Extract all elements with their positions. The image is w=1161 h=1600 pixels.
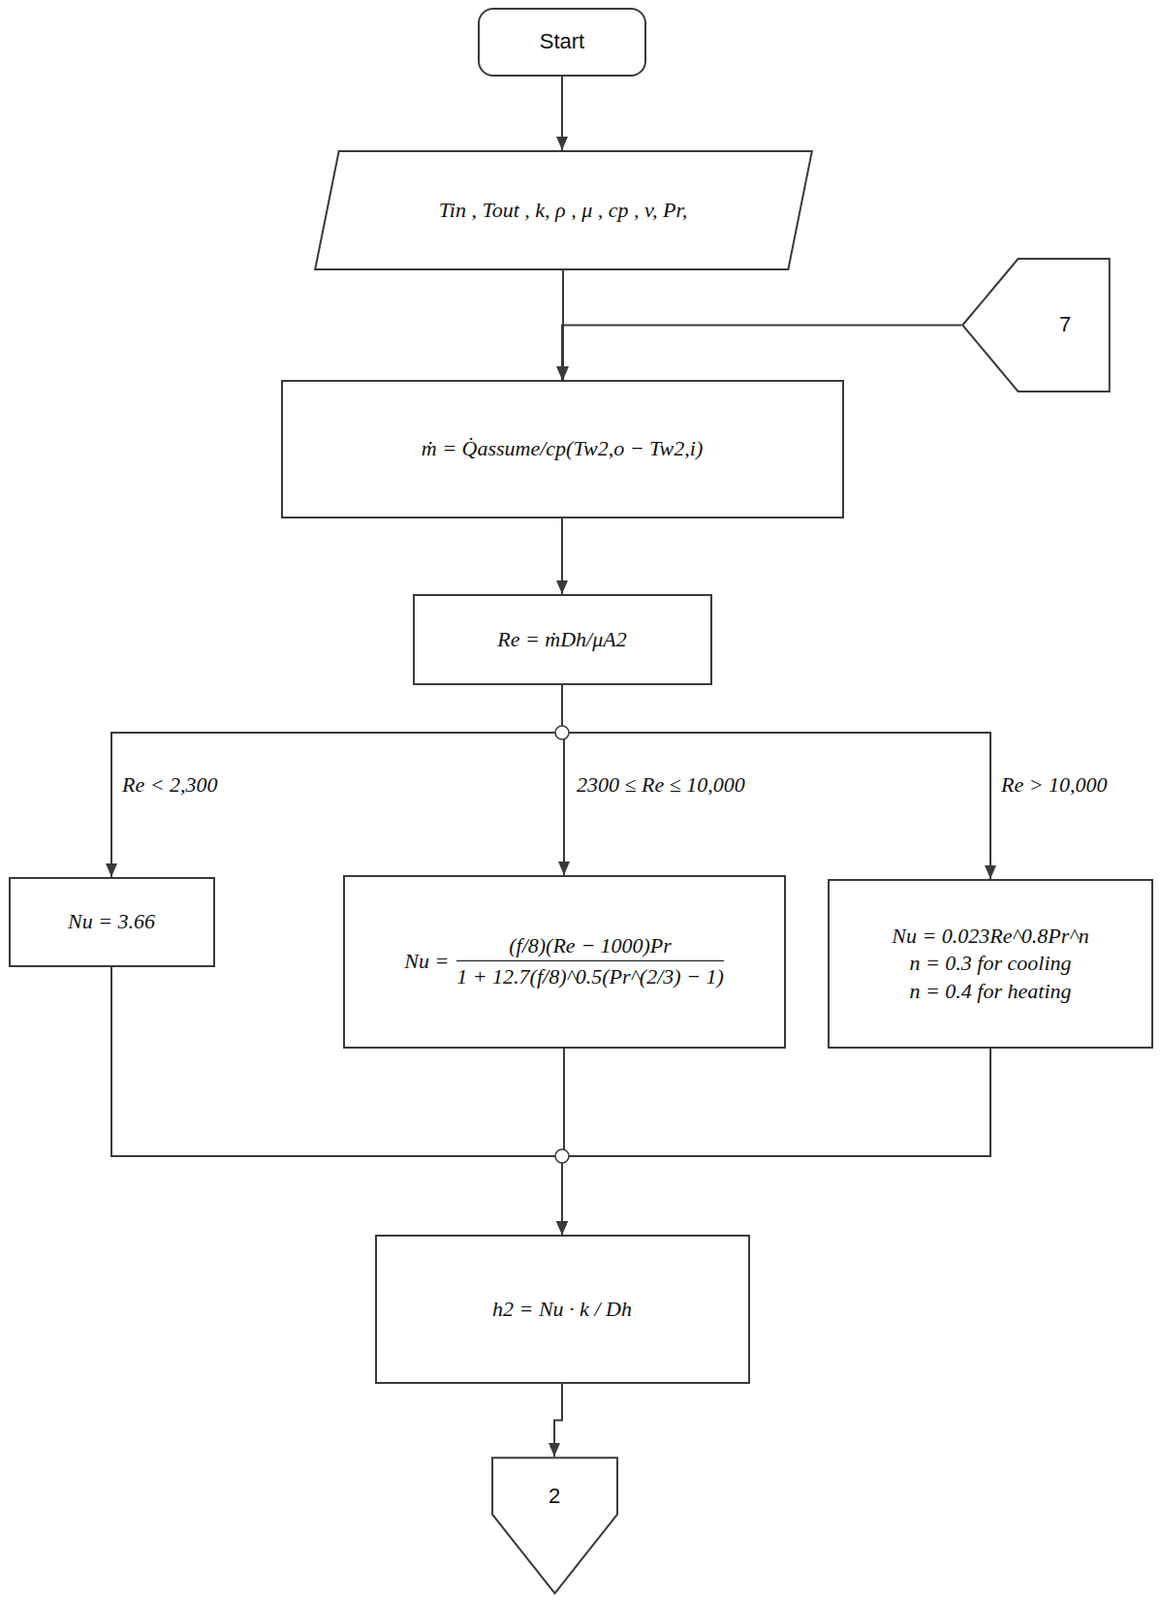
formula-text: Nu = 3.66 <box>67 908 156 937</box>
node-content: Nu = 0.023Re^0.8Pr^nn = 0.3 for coolingn… <box>891 922 1089 1006</box>
process-box: Re = ṁDh/μA2 <box>412 594 713 686</box>
flow-connector <box>562 685 991 879</box>
process-box: ṁ = Q̇assume/cp(Tw2,o − Tw2,i) <box>281 379 845 519</box>
process-box: Nu =(f/8)(Re − 1000)Pr1 + 12.7(f/8)^0.5(… <box>343 875 786 1049</box>
offpage-connector: 7 <box>961 257 1111 393</box>
node-label: 2 <box>548 1482 561 1511</box>
denominator: 1 + 12.7(f/8)^0.5(Pr^(2/3) − 1) <box>456 960 724 992</box>
input-parallelogram: Tin , Tout , k, ρ , μ , cp , v, Pr, <box>311 150 816 271</box>
fraction: (f/8)(Re − 1000)Pr1 + 12.7(f/8)^0.5(Pr^(… <box>456 932 724 991</box>
node-label: 7 <box>1059 311 1071 340</box>
node-content: Nu = 3.66 <box>67 908 156 937</box>
formula-text: n = 0.4 for heating <box>891 977 1089 1006</box>
node-content: 7 <box>1059 311 1071 340</box>
branch-condition: 2300 ≤ Re ≤ 10,000 <box>573 771 749 800</box>
shape-outline <box>961 257 1111 393</box>
outline-polygon <box>492 1457 618 1594</box>
branch-condition: Re > 10,000 <box>998 771 1111 800</box>
node-content: Nu =(f/8)(Re − 1000)Pr1 + 12.7(f/8)^0.5(… <box>404 932 724 991</box>
fraction-row: Nu =(f/8)(Re − 1000)Pr1 + 12.7(f/8)^0.5(… <box>404 932 724 991</box>
node-content: Start <box>539 28 585 57</box>
outline-polygon <box>962 258 1110 392</box>
node-content: Re = ṁDh/μA2 <box>497 626 627 655</box>
numerator: (f/8)(Re − 1000)Pr <box>508 932 672 961</box>
terminal-start: Start <box>477 7 647 77</box>
flow-connector <box>562 325 962 381</box>
branch-condition: Re < 2,300 <box>119 771 221 800</box>
merge-junction <box>555 1149 569 1163</box>
flow-connector <box>554 1383 563 1457</box>
process-box: Nu = 0.023Re^0.8Pr^nn = 0.3 for coolingn… <box>827 878 1154 1049</box>
offpage-connector: 2 <box>491 1456 619 1595</box>
node-label: Start <box>539 28 585 57</box>
flow-connector <box>111 685 563 878</box>
formula-text: ṁ = Q̇assume/cp(Tw2,o − Tw2,i) <box>421 435 703 464</box>
formula-text: Re = ṁDh/μA2 <box>497 626 627 655</box>
node-content: h2 = Nu · k / Dh <box>492 1295 632 1324</box>
node-content: 2 <box>548 1482 561 1511</box>
node-content: ṁ = Q̇assume/cp(Tw2,o − Tw2,i) <box>421 435 703 464</box>
node-content: Tin , Tout , k, ρ , μ , cp , v, Pr, <box>439 196 688 225</box>
formula-text: h2 = Nu · k / Dh <box>492 1295 632 1324</box>
process-box: h2 = Nu · k / Dh <box>375 1234 751 1384</box>
flow-connector <box>561 76 564 151</box>
formula-text: Nu = 0.023Re^0.8Pr^n <box>891 922 1089 951</box>
formula-text: Tin , Tout , k, ρ , μ , cp , v, Pr, <box>439 196 688 225</box>
split-junction <box>555 725 569 740</box>
flow-connector <box>561 518 564 595</box>
outline-polygon <box>314 151 813 270</box>
formula-text: n = 0.3 for cooling <box>891 949 1089 978</box>
formula-lhs: Nu = <box>404 947 449 976</box>
flow-connector <box>562 1048 991 1235</box>
process-box: Nu = 3.66 <box>8 877 216 968</box>
shape-outline <box>491 1456 619 1595</box>
